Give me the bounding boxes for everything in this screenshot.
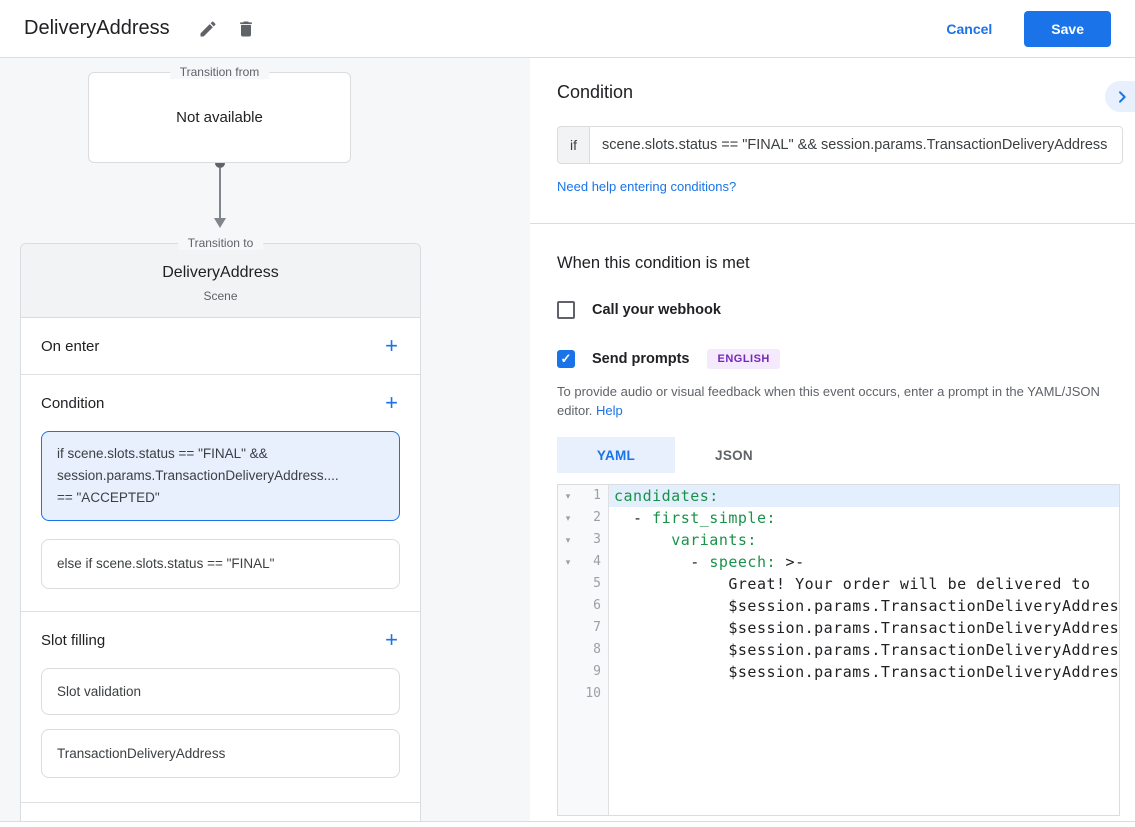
editor-line[interactable]: ▾4 - speech: >- xyxy=(558,551,1119,573)
prompt-hint-text: To provide audio or visual feedback when… xyxy=(557,384,1100,418)
collapse-panel-button[interactable] xyxy=(1105,81,1135,112)
when-condition-heading: When this condition is met xyxy=(557,254,750,272)
slot-card-label: Slot validation xyxy=(57,684,142,699)
line-number: 5 xyxy=(593,576,601,591)
prompt-hint: To provide audio or visual feedback when… xyxy=(557,382,1120,420)
webhook-checkbox[interactable] xyxy=(557,301,575,319)
line-number: 8 xyxy=(593,642,601,657)
transition-from-box: Transition from Not available xyxy=(88,65,351,163)
condition-help-link[interactable]: Need help entering conditions? xyxy=(557,179,737,194)
fold-toggle-icon[interactable]: ▾ xyxy=(565,535,571,545)
editor-line[interactable]: 6 $session.params.TransactionDeliveryAdd… xyxy=(558,595,1119,617)
condition-editor-block: Condition if Need help entering conditio… xyxy=(530,58,1135,223)
scene-name: DeliveryAddress xyxy=(162,264,279,281)
line-number: 9 xyxy=(593,664,601,679)
transition-arrow xyxy=(88,158,351,228)
if-label: if xyxy=(557,126,589,164)
arrow-head-icon xyxy=(213,218,226,228)
if-expression-row: if xyxy=(557,126,1123,164)
line-number: 10 xyxy=(585,686,601,701)
header: DeliveryAddress Cancel Save xyxy=(0,0,1135,58)
pencil-icon xyxy=(198,19,218,39)
slot-filling-section: Slot filling + Slot validation Transacti… xyxy=(21,612,420,803)
send-prompts-label: Send prompts xyxy=(592,351,690,367)
fold-toggle-icon[interactable]: ▾ xyxy=(565,513,571,523)
editor-tabs: YAML JSON xyxy=(557,437,1120,473)
custom-intent-section: Custom intent handling + xyxy=(21,803,420,822)
scene-canvas: Transition from Not available Transition… xyxy=(0,58,530,821)
tab-yaml[interactable]: YAML xyxy=(557,437,675,473)
slot-filling-label: Slot filling xyxy=(41,631,106,649)
line-number: 1 xyxy=(593,488,601,503)
else-condition-text: else if scene.slots.status == "FINAL" xyxy=(57,556,275,571)
webhook-label: Call your webhook xyxy=(592,302,721,318)
send-prompts-checkbox[interactable]: ✓ xyxy=(557,350,575,368)
webhook-checkbox-row[interactable]: Call your webhook xyxy=(557,301,1120,319)
language-badge: ENGLISH xyxy=(707,349,780,369)
condition-line: == "ACCEPTED" xyxy=(57,490,160,505)
slot-filling-row[interactable]: Slot filling + xyxy=(21,612,420,668)
condition-expression-input[interactable] xyxy=(589,126,1123,164)
condition-section-row[interactable]: Condition + xyxy=(21,375,420,431)
condition-line: session.params.TransactionDeliveryAddres… xyxy=(57,468,339,483)
arrow-origin-dot xyxy=(214,158,225,168)
condition-card-else[interactable]: else if scene.slots.status == "FINAL" xyxy=(41,539,400,589)
editor-line[interactable]: 7 $session.params.TransactionDeliveryAdd… xyxy=(558,617,1119,639)
line-number: 7 xyxy=(593,620,601,635)
line-number: 6 xyxy=(593,598,601,613)
scene-card: Transition to DeliveryAddress Scene On e… xyxy=(20,236,421,822)
scene-type: Scene xyxy=(203,289,238,303)
prompt-help-link[interactable]: Help xyxy=(596,403,623,418)
on-enter-row[interactable]: On enter + xyxy=(21,318,420,374)
add-slot-button[interactable]: + xyxy=(385,627,398,652)
fold-toggle-icon[interactable]: ▾ xyxy=(565,557,571,567)
editor-line[interactable]: 9 $session.params.TransactionDeliveryAdd… xyxy=(558,661,1119,683)
line-number: 3 xyxy=(593,532,601,547)
condition-heading: Condition xyxy=(557,82,634,102)
editor-line[interactable]: ▾3 variants: xyxy=(558,529,1119,551)
condition-section-label: Condition xyxy=(41,394,105,412)
on-enter-label: On enter xyxy=(41,337,100,355)
add-on-enter-button[interactable]: + xyxy=(385,333,398,358)
transaction-delivery-address-card[interactable]: TransactionDeliveryAddress xyxy=(41,729,400,778)
editor-line[interactable]: 5 Great! Your order will be delivered to xyxy=(558,573,1119,595)
transition-from-value: Not available xyxy=(176,109,263,126)
condition-handlers-block: When this condition is met Call your web… xyxy=(530,224,1135,821)
custom-intent-row[interactable]: Custom intent handling + xyxy=(21,803,420,822)
slot-card-label: TransactionDeliveryAddress xyxy=(57,746,226,761)
add-custom-intent-button[interactable]: + xyxy=(385,820,398,822)
condition-card-selected[interactable]: if scene.slots.status == "FINAL" && sess… xyxy=(41,431,400,521)
condition-detail-panel: Condition if Need help entering conditio… xyxy=(530,58,1135,821)
on-enter-section: On enter + xyxy=(21,318,420,375)
line-number: 4 xyxy=(593,554,601,569)
content: Transition from Not available Transition… xyxy=(0,58,1135,822)
page-title: DeliveryAddress xyxy=(24,17,170,39)
cancel-button[interactable]: Cancel xyxy=(934,13,1004,45)
transition-from-label: Transition from xyxy=(169,65,270,79)
send-prompts-checkbox-row[interactable]: ✓ Send prompts ENGLISH xyxy=(557,349,1120,369)
transition-to-label: Transition to xyxy=(177,236,264,250)
editor-line[interactable]: 8 $session.params.TransactionDeliveryAdd… xyxy=(558,639,1119,661)
condition-section: Condition + if scene.slots.status == "FI… xyxy=(21,375,420,612)
editor-line[interactable]: 10 xyxy=(558,683,1119,705)
scene-card-header[interactable]: DeliveryAddress Scene xyxy=(21,244,420,318)
editor-line[interactable]: ▾2 - first_simple: xyxy=(558,507,1119,529)
delete-scene-button[interactable] xyxy=(230,13,262,45)
slot-validation-card[interactable]: Slot validation xyxy=(41,668,400,715)
line-number: 2 xyxy=(593,510,601,525)
trash-icon xyxy=(236,19,256,39)
arrow-line xyxy=(218,168,221,218)
condition-line: if scene.slots.status == "FINAL" && xyxy=(57,446,268,461)
chevron-right-icon xyxy=(1114,89,1130,105)
fold-toggle-icon[interactable]: ▾ xyxy=(565,491,571,501)
edit-title-button[interactable] xyxy=(192,13,224,45)
save-button[interactable]: Save xyxy=(1024,10,1111,47)
header-actions: Cancel Save xyxy=(934,10,1111,47)
title-area: DeliveryAddress xyxy=(24,13,262,45)
tab-json[interactable]: JSON xyxy=(715,447,753,463)
add-condition-button[interactable]: + xyxy=(385,390,398,415)
panel-divider xyxy=(530,223,1135,224)
